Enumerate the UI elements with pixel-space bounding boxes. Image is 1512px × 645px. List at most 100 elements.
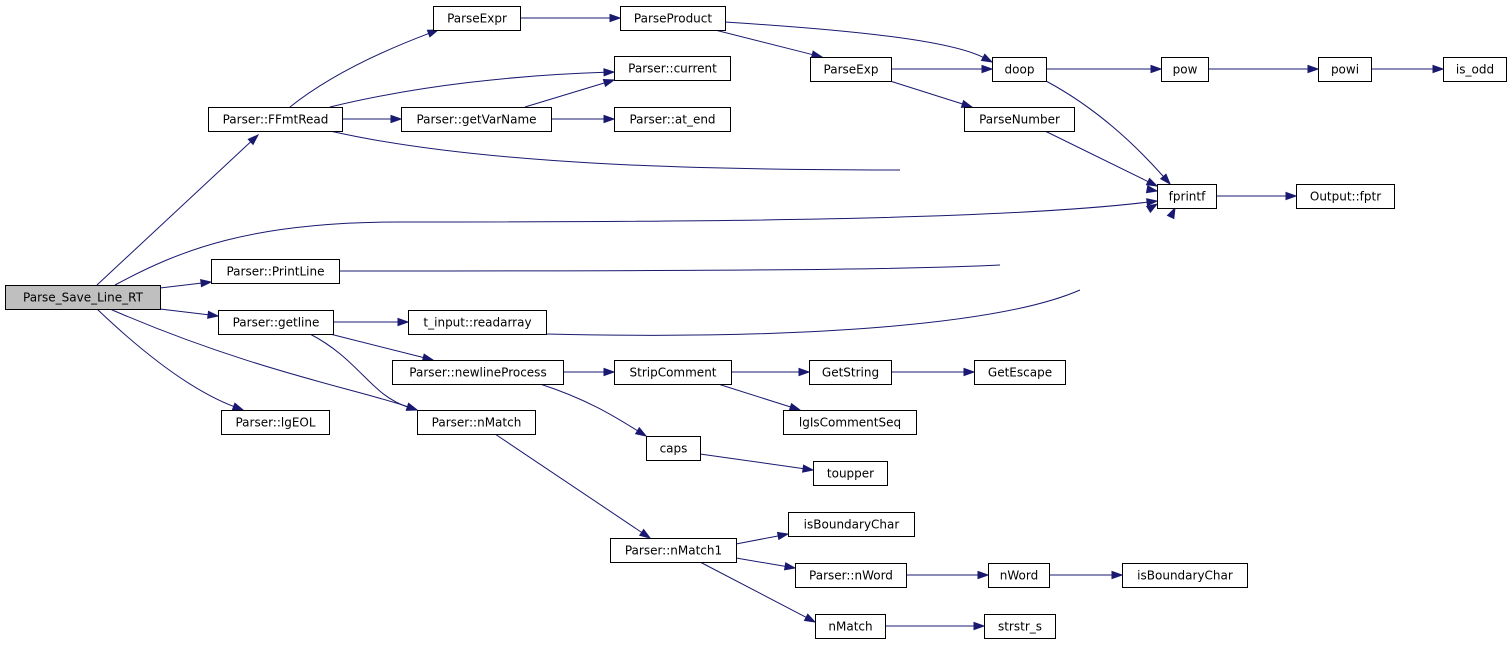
edge-line (309, 333, 409, 408)
arrowhead (1159, 173, 1172, 186)
arrowhead (783, 562, 797, 571)
edge-line (329, 333, 425, 359)
arrowhead (603, 68, 616, 77)
node-label: ParseExp (824, 63, 879, 77)
node-parser-nmatch[interactable]: Parser::nMatch (417, 410, 536, 435)
node-box (401, 107, 552, 132)
node-parser-nmatch1[interactable]: Parser::nMatch1 (610, 538, 737, 563)
node-box (1318, 57, 1372, 82)
arrowhead (609, 13, 622, 23)
node-label: strstr_s (998, 620, 1042, 634)
edge-parser-newlineprocess-to-stripcomment (563, 367, 616, 377)
edge-parser-ffmtread-to-parser-current (329, 68, 616, 108)
node-label: isBoundaryChar (804, 518, 900, 532)
node-box (1296, 184, 1395, 209)
edge-line (699, 561, 808, 619)
node-parsenumber[interactable]: ParseNumber (964, 107, 1075, 132)
node-box (614, 56, 731, 81)
node-stripcomment[interactable]: StripComment (614, 360, 732, 385)
edge-line (289, 32, 430, 108)
arrowhead (1432, 64, 1445, 74)
arrowhead (803, 613, 817, 623)
node-label: ParseNumber (979, 113, 1060, 127)
edge-parser-nmatch-to-parser-nmatch1 (494, 433, 652, 539)
node-parseexp[interactable]: ParseExp (810, 57, 892, 82)
node-isboundarychar-1[interactable]: isBoundaryChar (788, 512, 915, 537)
edge-line (735, 535, 780, 545)
node-caps[interactable]: caps (646, 436, 701, 461)
edge-line (735, 557, 787, 567)
arrowhead (603, 367, 616, 377)
node-box (1122, 563, 1248, 588)
node-lgiscommentseq[interactable]: lgIsCommentSeq (783, 410, 917, 435)
edge-t-input-readarray-to-fprintf (545, 206, 1176, 336)
node-label: t_input::readarray (423, 316, 531, 330)
arrowhead (1145, 177, 1159, 187)
node-strstr-s[interactable]: strstr_s (984, 614, 1056, 639)
node-parser-current[interactable]: Parser::current (614, 56, 731, 81)
arrowhead (247, 133, 260, 146)
edge-line (545, 289, 1081, 336)
node-nmatch[interactable]: nMatch (815, 614, 886, 639)
edge-doop-to-fprintf (1045, 80, 1172, 186)
edge-line (159, 282, 203, 289)
node-pow[interactable]: pow (1161, 57, 1209, 82)
edge-parser-getvarname-to-parser-at-end (551, 114, 616, 124)
node-output-fptr[interactable]: Output::fptr (1296, 184, 1395, 209)
node-powi[interactable]: powi (1318, 57, 1372, 82)
node-label: Parser::getline (233, 316, 320, 330)
edge-line (329, 71, 606, 108)
node-parser-newlineprocess[interactable]: Parser::newlineProcess (392, 360, 564, 385)
node-box (211, 259, 340, 284)
edge-parseexpr-to-parseproduct (520, 13, 622, 23)
edge-line (159, 308, 210, 316)
node-box (788, 512, 915, 537)
node-parser-printline[interactable]: Parser::PrintLine (211, 259, 340, 284)
edge-getstring-to-getescape (891, 367, 976, 377)
arrowhead (963, 367, 976, 377)
node-isboundarychar-2[interactable]: isBoundaryChar (1122, 563, 1248, 588)
node-is-odd[interactable]: is_odd (1443, 57, 1507, 82)
node-label: Parser::getVarName (416, 113, 536, 127)
node-label: Parser::current (628, 62, 717, 76)
edge-parser-nmatch1-to-parser-nword (735, 557, 797, 571)
arrowhead (973, 621, 986, 631)
edge-nmatch-to-strstr-s (885, 621, 986, 631)
edge-parseexp-to-parsenumber (889, 80, 974, 108)
edge-parse-save-line-rt-to-parser-printline (159, 279, 213, 289)
node-parser-nword[interactable]: Parser::nWord (795, 563, 907, 588)
arrowhead (200, 279, 213, 288)
node-parseexpr[interactable]: ParseExpr (433, 6, 521, 31)
node-box (614, 360, 732, 385)
node-parser-getvarname[interactable]: Parser::getVarName (401, 107, 552, 132)
arrowhead (1307, 64, 1320, 74)
node-box (795, 563, 907, 588)
node-box (815, 614, 886, 639)
arrowhead (1285, 191, 1298, 201)
node-parser-getline[interactable]: Parser::getline (218, 310, 334, 335)
node-nword[interactable]: nWord (988, 563, 1050, 588)
edge-parseproduct-to-doop (724, 21, 994, 63)
node-parser-lgeol[interactable]: Parser::lgEOL (221, 410, 330, 435)
node-fprintf[interactable]: fprintf (1157, 184, 1217, 209)
edge-line (714, 29, 814, 56)
edge-fprintf-to-output-fptr (1216, 191, 1298, 201)
arrowhead (390, 114, 403, 124)
node-box (1157, 184, 1217, 209)
node-toupper[interactable]: toupper (813, 461, 888, 486)
node-box (218, 310, 334, 335)
edge-line (724, 21, 985, 59)
node-parser-ffmtread[interactable]: Parser::FFmtRead (208, 107, 343, 132)
node-getstring[interactable]: GetString (809, 360, 892, 385)
arrowhead (980, 53, 994, 63)
node-box (614, 107, 731, 132)
node-box (208, 107, 343, 132)
node-parseproduct[interactable]: ParseProduct (620, 6, 726, 31)
node-doop[interactable]: doop (992, 57, 1047, 82)
node-getescape[interactable]: GetEscape (974, 360, 1066, 385)
edge-line (1044, 130, 1150, 183)
node-parse-save-line-rt[interactable]: Parse_Save_Line_RT (5, 285, 161, 310)
node-label: Parser::nMatch1 (625, 544, 722, 558)
node-parser-at-end[interactable]: Parser::at_end (614, 107, 731, 132)
node-t-input-readarray[interactable]: t_input::readarray (408, 310, 547, 335)
